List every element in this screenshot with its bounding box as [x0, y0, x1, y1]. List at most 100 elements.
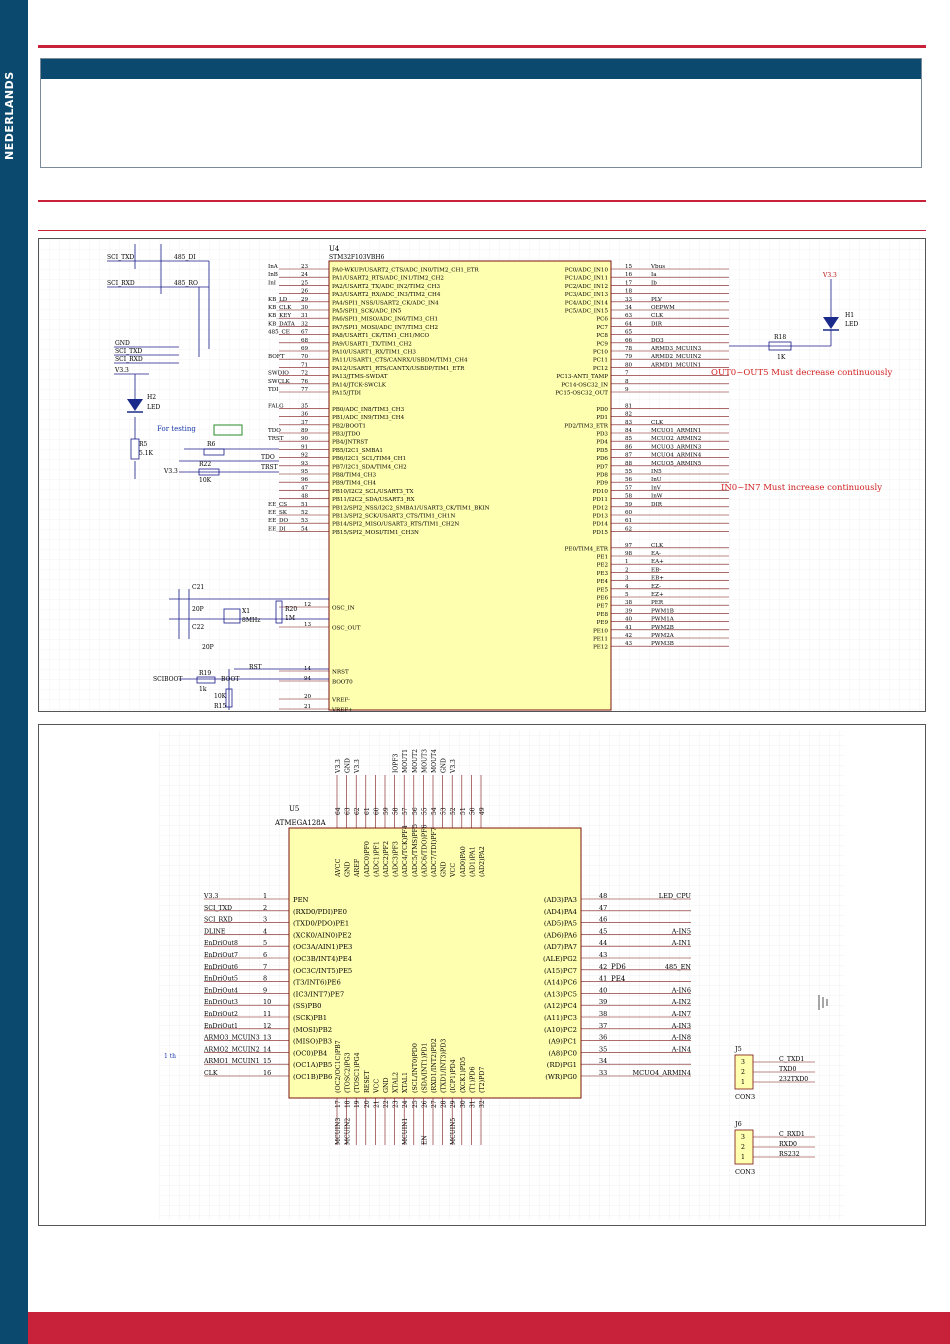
pin-function: (XCK0/AIN0)PE2 [293, 931, 352, 939]
net-label: ARMO3_MCUIN3 [203, 1035, 260, 1042]
net-485-ro: 485_RO [174, 280, 198, 287]
pin-number: 67 [301, 330, 309, 336]
connector-net: RXD0 [779, 1141, 797, 1148]
pin-number: 76 [301, 379, 309, 385]
pin-function: PA14/JTCK-SWCLK [332, 382, 387, 388]
r6-ref: R6 [207, 441, 216, 448]
pin-function: PE3 [597, 571, 609, 577]
r19-ref: R19 [199, 670, 211, 677]
led-h2-ref: H2 [147, 394, 156, 401]
pin-function: (A10)PC2 [544, 1026, 577, 1034]
pin-number: 5 [263, 939, 267, 947]
pin-number: 38 [599, 1010, 607, 1018]
net-sci-rxd: SCI_RXD [107, 280, 135, 287]
r22-value: 10K [199, 477, 212, 484]
pin-function: (A15)PC7 [544, 967, 577, 975]
footer-corner [0, 1312, 28, 1344]
pin-number: 17 [625, 280, 633, 286]
section-rule-thin [38, 230, 926, 231]
testing-note: For testing [157, 425, 196, 433]
pin-function: (A8)PC0 [548, 1049, 577, 1057]
net-label: A-IN1 [671, 939, 691, 947]
pin-number: 15 [625, 264, 633, 270]
pin-number: 88 [625, 461, 633, 467]
pin-function: PC4/ADC_IN14 [565, 300, 609, 306]
pin-function: PA15/JTDI [332, 391, 361, 397]
pin-number: 86 [625, 444, 633, 450]
pin-number: 11 [263, 1010, 271, 1018]
pin-number: 10 [263, 998, 271, 1006]
net-label: MCUIN3 [335, 1118, 342, 1145]
net-label: MOUT4 [431, 749, 438, 773]
pin-number: 36 [599, 1034, 607, 1042]
net-label: V3.3 [203, 893, 218, 900]
net-label: MOUT2 [412, 749, 419, 773]
r5-ref: R5 [139, 441, 148, 448]
net-label: MCUO4_ARMIN4 [651, 453, 702, 459]
pin-number: 64 [335, 807, 342, 815]
net-label: SCI_RXD [204, 917, 233, 924]
net-label: ARMD1_MCUIN1 [650, 362, 701, 368]
net-label: A-IN7 [671, 1010, 691, 1018]
pin-number: 29 [301, 297, 309, 303]
pin-function: PA11/USART1_CTS/CANRX/USBDM/TIM1_CH4 [332, 358, 468, 364]
pin-number: 93 [301, 461, 309, 467]
net-label: MCUO2_ARMIN2 [651, 436, 702, 442]
pin-number: 64 [625, 321, 633, 327]
pin-function: (T3/INT6)PE6 [293, 979, 341, 987]
net-label: InI [268, 280, 276, 286]
pin-function: (OC2/OC1C)PB7 [335, 1040, 342, 1093]
pin-function: PA9/USART1_TX/TIM1_CH2 [332, 341, 412, 347]
pin-function: PB11/I2C2_SDA/USART3_RX [332, 497, 415, 503]
h1-supply: V3.3 [822, 272, 837, 279]
pin-number: 41 [599, 975, 607, 983]
pin-number: 21 [373, 1100, 380, 1108]
net-label: MCUIN1 [402, 1118, 409, 1145]
pin-function: (SS)PB0 [293, 1002, 321, 1010]
pin-number: 5 [625, 592, 629, 598]
stm32-left-pins: PA0-WKUP/USART2_CTS/ADC_IN0/TIM2_CH1_ETR… [268, 264, 490, 536]
net-label: PWM1B [651, 608, 674, 614]
pin-number: 52 [450, 807, 457, 815]
pin-number: 43 [625, 641, 633, 647]
pin-number: 13 [304, 622, 312, 628]
net-label: ARMO2_MCUIN2 [203, 1046, 260, 1053]
net-label: CLK [651, 543, 664, 549]
pin-function: PA1/USART2_RTS/ADC_IN1/TIM2_CH2 [332, 276, 444, 282]
net-label: GND [345, 758, 352, 773]
net-label: CLK [651, 313, 664, 319]
pin-number: 16 [263, 1069, 271, 1077]
pin-function: PE7 [597, 604, 609, 610]
net-label: PWM2A [651, 633, 675, 639]
connector-ref: J5 [734, 1045, 742, 1053]
pin-number: 42 [625, 633, 633, 639]
net-label: EZ- [651, 584, 661, 590]
pin-function: (AD1)PA1 [469, 846, 476, 877]
pin-number: 72 [301, 371, 309, 377]
connector-pin: 1 [741, 1154, 745, 1161]
pin-function: GND [383, 1077, 390, 1093]
pin-function: PC14-OSC32_IN [561, 382, 608, 388]
net-label: LED_CPU [659, 892, 692, 900]
pin-number: 54 [301, 526, 309, 532]
net-label: IOPF3 [393, 754, 400, 773]
pin-number: 68 [301, 338, 309, 344]
pin-number: 66 [625, 338, 633, 344]
pin-function: (WR)PG0 [545, 1073, 577, 1081]
net-label: EB+ [651, 576, 664, 582]
net-label: EE_DO [268, 518, 288, 524]
net-label: ARMD3_MCUIN3 [650, 346, 702, 352]
pin-function: XTAL1 [402, 1072, 409, 1093]
c21-ref: C21 [192, 584, 204, 591]
net-label: EB- [651, 567, 661, 573]
boot-label: BOOT [221, 676, 239, 683]
pin-function: PC10 [593, 350, 609, 356]
pin-number: 36 [301, 412, 309, 418]
resistor-r18 [768, 341, 792, 351]
pin-function: (ADC5/TMS)PF5 [412, 824, 419, 877]
resistor-r19 [196, 676, 216, 684]
net-label: PLV [651, 297, 663, 303]
